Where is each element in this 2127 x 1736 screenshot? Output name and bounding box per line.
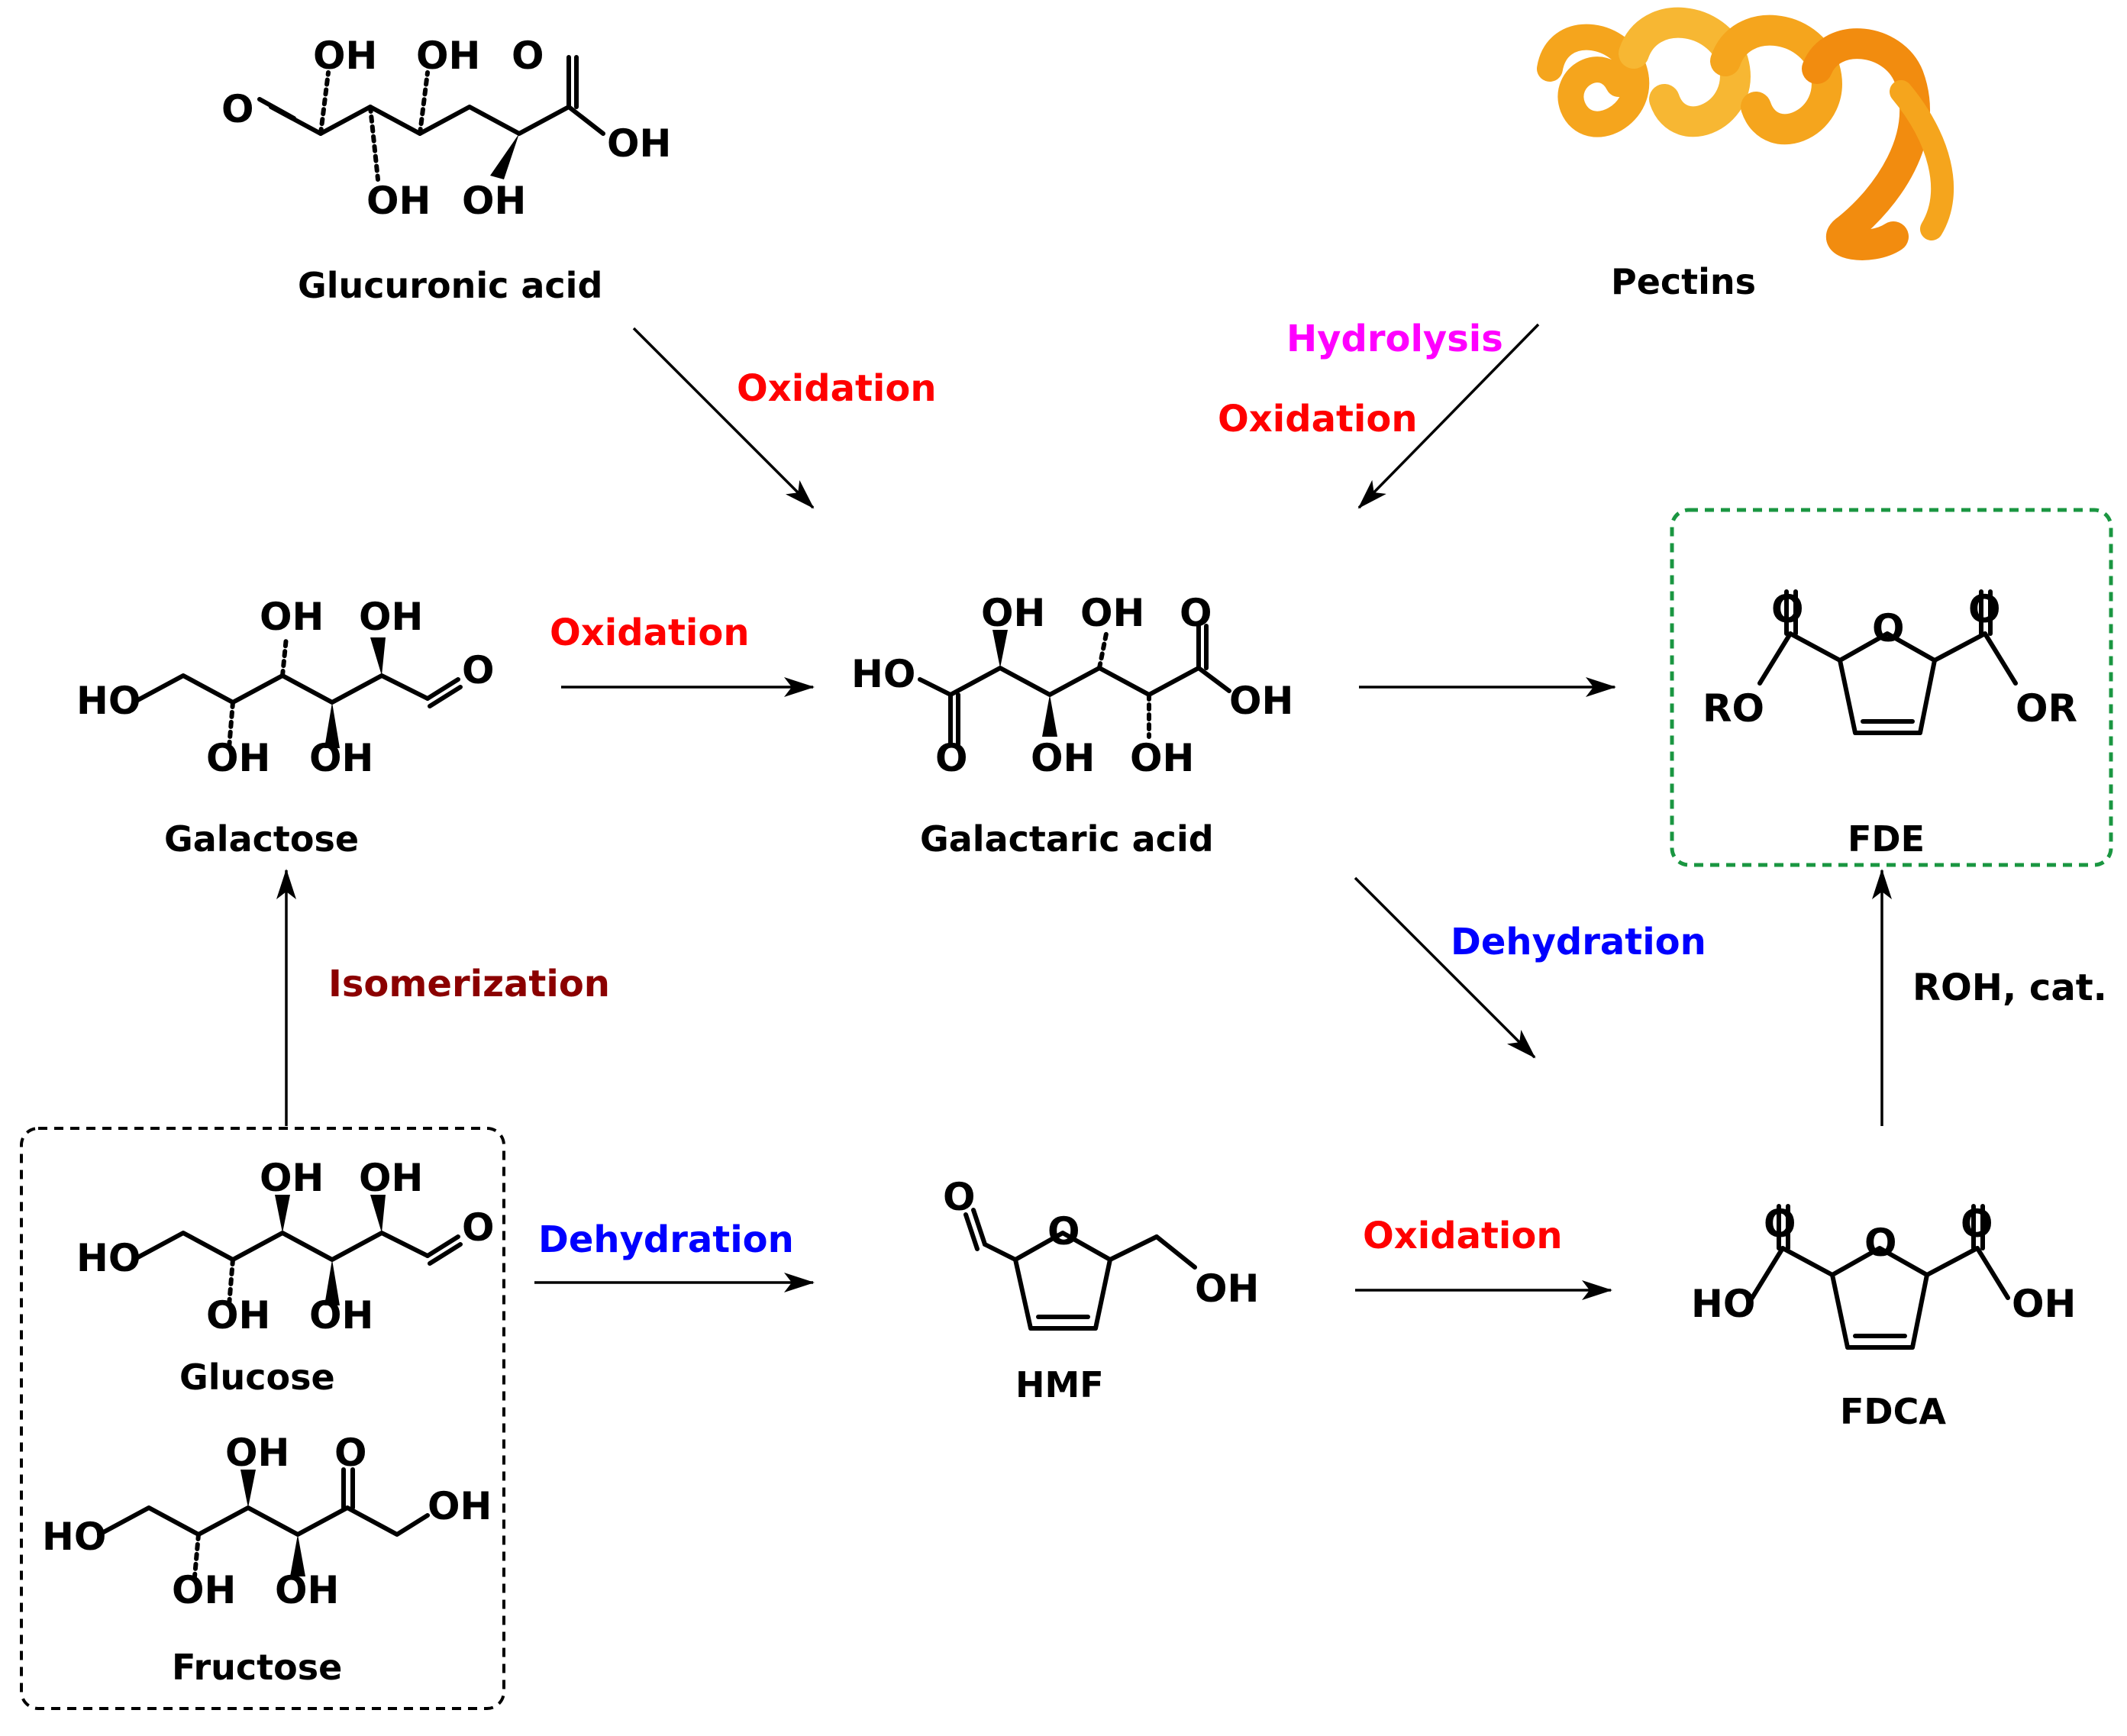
esterification-condition: ROH, cat. [1912,966,2107,1009]
galactaric-acid-label: Galactaric acid [920,818,1214,860]
isomerization-condition: Isomerization [328,963,610,1005]
svg-text:O: O [462,1205,495,1250]
galactose-label: Galactose [164,818,359,860]
svg-text:OH: OH [1130,736,1194,780]
svg-text:OR: OR [2016,686,2077,731]
svg-text:OH: OH [2012,1282,2076,1326]
pectins-label: Pectins [1611,261,1756,302]
hmf-structure: O O OH [943,1175,1259,1331]
svg-text:OH: OH [1229,679,1293,723]
svg-text:OH: OH [260,1156,324,1200]
glucose-label: Glucose [179,1357,335,1398]
svg-text:OH: OH [366,179,431,223]
svg-text:O: O [1961,1202,1993,1246]
galactose-oxidation-condition: Oxidation [550,611,750,654]
svg-text:OH: OH [359,595,423,639]
pectin-hydrolysis-condition: Hydrolysis [1286,318,1503,360]
arrow-glucuronic-to-galactaric [632,327,815,509]
hmf-label: HMF [1015,1364,1104,1405]
fde-label: FDE [1848,818,1925,860]
galactaric-acid-structure: HO OH OH O OH O OH OH [851,591,1293,780]
svg-text:OH: OH [416,34,480,78]
galactose-structure: HO OH OH O OH OH [76,595,495,780]
svg-text:O: O [1180,591,1212,635]
fde-highlight-box [1670,508,2113,867]
svg-text:RO: RO [1703,686,1764,731]
arrow-pectins-to-galactaric [1357,323,1540,509]
fructose-label: Fructose [172,1647,342,1688]
feedstock-box [20,1127,505,1710]
glucuronic-acid-label: Glucuronic acid [298,265,602,306]
svg-text:O: O [943,1175,976,1219]
svg-text:OH: OH [313,34,377,78]
svg-text:O: O [1864,1221,1897,1265]
svg-text:OH: OH [172,1568,236,1612]
svg-text:OH: OH [607,121,671,166]
pectin-oxidation-condition: Oxidation [1218,398,1418,440]
svg-text:O: O [334,1431,367,1475]
svg-text:O: O [1764,1202,1796,1246]
svg-text:HO: HO [1691,1282,1755,1326]
svg-text:HO: HO [851,652,915,696]
glucuronic-oxidation-condition: Oxidation [737,367,937,410]
glucuronic-acid-structure: O OH OH O OH OH OH [221,34,671,223]
svg-text:OH: OH [359,1156,423,1200]
svg-text:OH: OH [1031,736,1095,780]
svg-text:HO: HO [42,1515,106,1559]
svg-text:OH: OH [1080,591,1144,635]
svg-text:OH: OH [260,595,324,639]
glucose-dehydration-condition: Dehydration [538,1218,794,1261]
orange-peel-icon [1537,7,1954,260]
hmf-oxidation-condition: Oxidation [1363,1215,1563,1257]
fdca-label: FDCA [1840,1391,1946,1432]
svg-text:OH: OH [1195,1267,1259,1311]
svg-text:OH: OH [275,1568,339,1612]
svg-text:OH: OH [309,736,373,780]
glucose-structure: HO OH OH O OH OH [76,1156,495,1337]
svg-text:O: O [1872,606,1905,650]
svg-text:O: O [462,648,495,692]
svg-text:OH: OH [206,1293,270,1337]
svg-text:O: O [512,34,544,78]
svg-text:O: O [1047,1209,1080,1254]
svg-text:OH: OH [428,1484,492,1528]
svg-text:OH: OH [981,591,1045,635]
galactaric-dehydration-condition: Dehydration [1451,921,1706,963]
svg-text:O: O [935,736,968,780]
svg-text:HO: HO [76,1236,140,1280]
svg-text:O: O [1968,587,2001,631]
svg-text:O: O [221,87,254,131]
arrow-galactaric-to-fdca [1354,876,1536,1059]
fructose-structure: HO OH O OH OH OH [42,1431,492,1612]
fde-structure: O O O RO OR [1703,587,2077,735]
svg-text:OH: OH [309,1293,373,1337]
svg-text:OH: OH [462,179,526,223]
svg-text:HO: HO [76,679,140,723]
svg-text:OH: OH [206,736,270,780]
svg-text:O: O [1771,587,1804,631]
svg-text:OH: OH [225,1431,289,1475]
fdca-structure: O O O HO OH [1691,1202,2076,1350]
